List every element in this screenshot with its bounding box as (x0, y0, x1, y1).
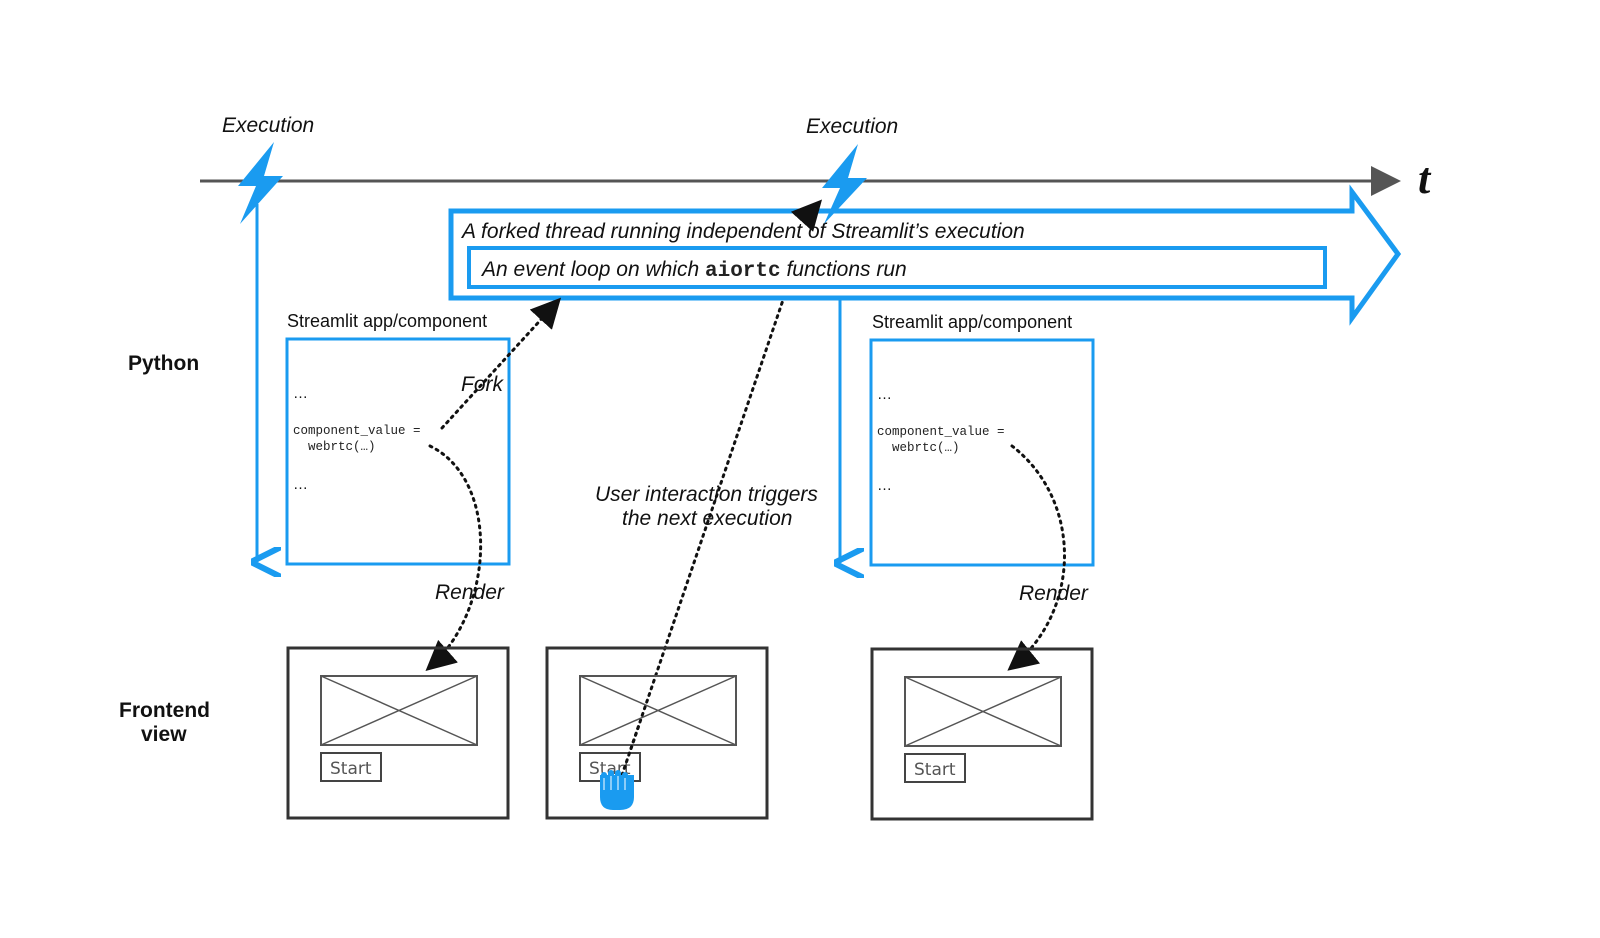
image-placeholder-icon (904, 676, 1062, 747)
frontend-lane-label-line2: view (141, 723, 187, 746)
component-2-dots-bottom: … (877, 477, 892, 494)
render-label-1: Render (435, 581, 505, 604)
component-1-code-line1: component_value = (293, 424, 421, 438)
render-label-2: Render (1019, 582, 1089, 605)
user-interaction-arrow (620, 298, 785, 777)
frontend-view-3 (870, 647, 1094, 821)
component-1-box (285, 337, 511, 566)
lightning-bolt-icon (238, 142, 283, 224)
frontend-view-1 (286, 646, 510, 820)
component-2-title: Streamlit app/component (872, 312, 1072, 332)
frontend-view-2 (545, 646, 769, 820)
component-2-code-line1: component_value = (877, 425, 1005, 439)
frontend-lane-label-line1: Frontend (119, 699, 210, 722)
image-placeholder-icon (579, 675, 737, 746)
component-1-title: Streamlit app/component (287, 311, 487, 331)
component-2-dots-top: … (877, 386, 892, 403)
component-1-dots-bottom: … (293, 476, 308, 493)
user-interaction-label-line1: User interaction triggers (595, 483, 818, 506)
event-loop-box (467, 246, 1327, 289)
start-button-1-label: Start (330, 759, 372, 779)
lightning-bolt-icon (822, 144, 867, 224)
fork-arrow (440, 297, 562, 430)
render-arrow-2 (1007, 444, 1066, 671)
next-execution-arrow (790, 199, 823, 232)
user-interaction-arrow-overlay (620, 720, 642, 777)
event-loop-label: An event loop on which aiortc functions … (480, 258, 907, 283)
image-placeholder-icon (320, 675, 478, 746)
execution-label-1: Execution (222, 114, 314, 137)
start-button-3-label: Start (914, 760, 956, 780)
user-interaction-label-line2: the next execution (622, 507, 792, 530)
component-1-code-line2: webrtc(…) (293, 440, 376, 454)
start-button-1[interactable]: Start (320, 752, 382, 782)
execution-label-2: Execution (806, 115, 898, 138)
start-button-3[interactable]: Start (904, 753, 966, 783)
render-arrow-1 (425, 444, 483, 671)
python-lane-label: Python (128, 352, 199, 375)
forked-thread-arrow (448, 184, 1402, 326)
time-axis-label: t (1418, 154, 1432, 203)
component-2-box (869, 338, 1095, 567)
component-1-dots-top: … (293, 385, 308, 402)
hand-pointer-icon (600, 770, 634, 810)
forked-thread-label: A forked thread running independent of S… (460, 220, 1025, 243)
component-2-code-line2: webrtc(…) (877, 441, 960, 455)
fork-label: Fork (461, 373, 505, 396)
